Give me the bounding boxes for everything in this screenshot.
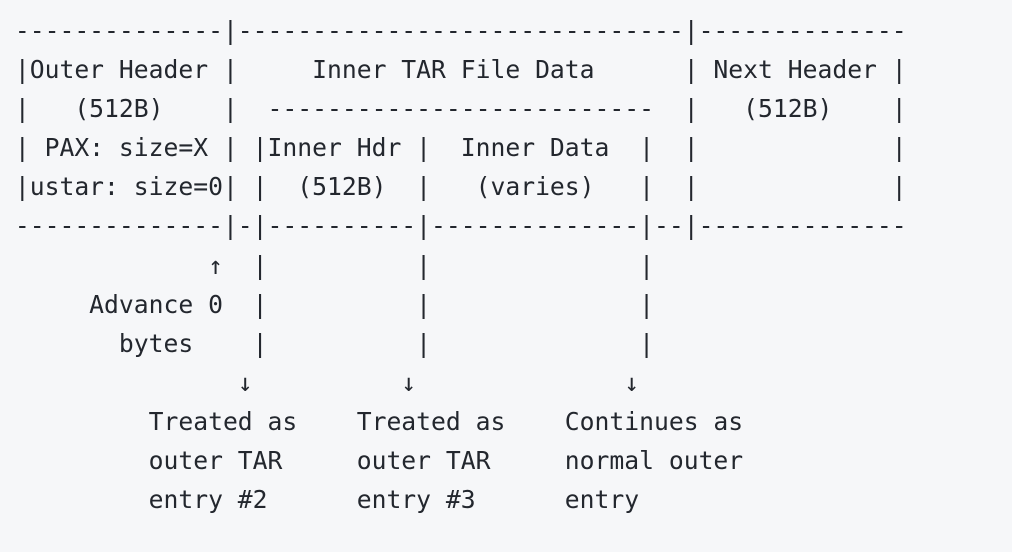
tar-structure-ascii-diagram: --------------|-------------------------… bbox=[14, 16, 907, 515]
